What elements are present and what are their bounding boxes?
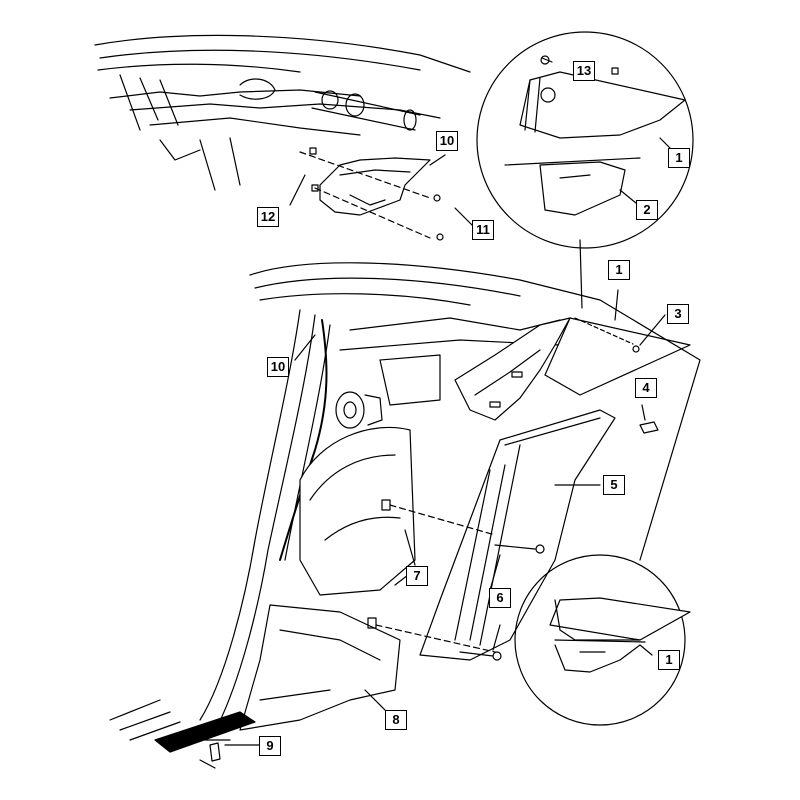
callout-1-top: 1 <box>668 148 690 168</box>
callout-13: 13 <box>573 61 595 81</box>
callout-12: 12 <box>257 207 279 227</box>
callout-2: 2 <box>636 200 658 220</box>
callout-8: 8 <box>385 710 407 730</box>
upper-body-view <box>94 34 476 241</box>
callout-1-mid: 1 <box>608 260 630 280</box>
callout-3: 3 <box>667 304 689 324</box>
main-body-view <box>109 262 701 769</box>
callout-7: 7 <box>406 566 428 586</box>
callout-11: 11 <box>472 220 494 240</box>
callout-9: 9 <box>259 736 281 756</box>
callout-6: 6 <box>489 588 511 608</box>
callout-5: 5 <box>603 475 625 495</box>
detail-circle-top <box>476 31 694 309</box>
detail-circle-bottom <box>514 554 691 726</box>
callout-4: 4 <box>635 378 657 398</box>
callout-1-bottom: 1 <box>658 650 680 670</box>
callout-10-main: 10 <box>267 357 289 377</box>
callout-10-top: 10 <box>436 131 458 151</box>
